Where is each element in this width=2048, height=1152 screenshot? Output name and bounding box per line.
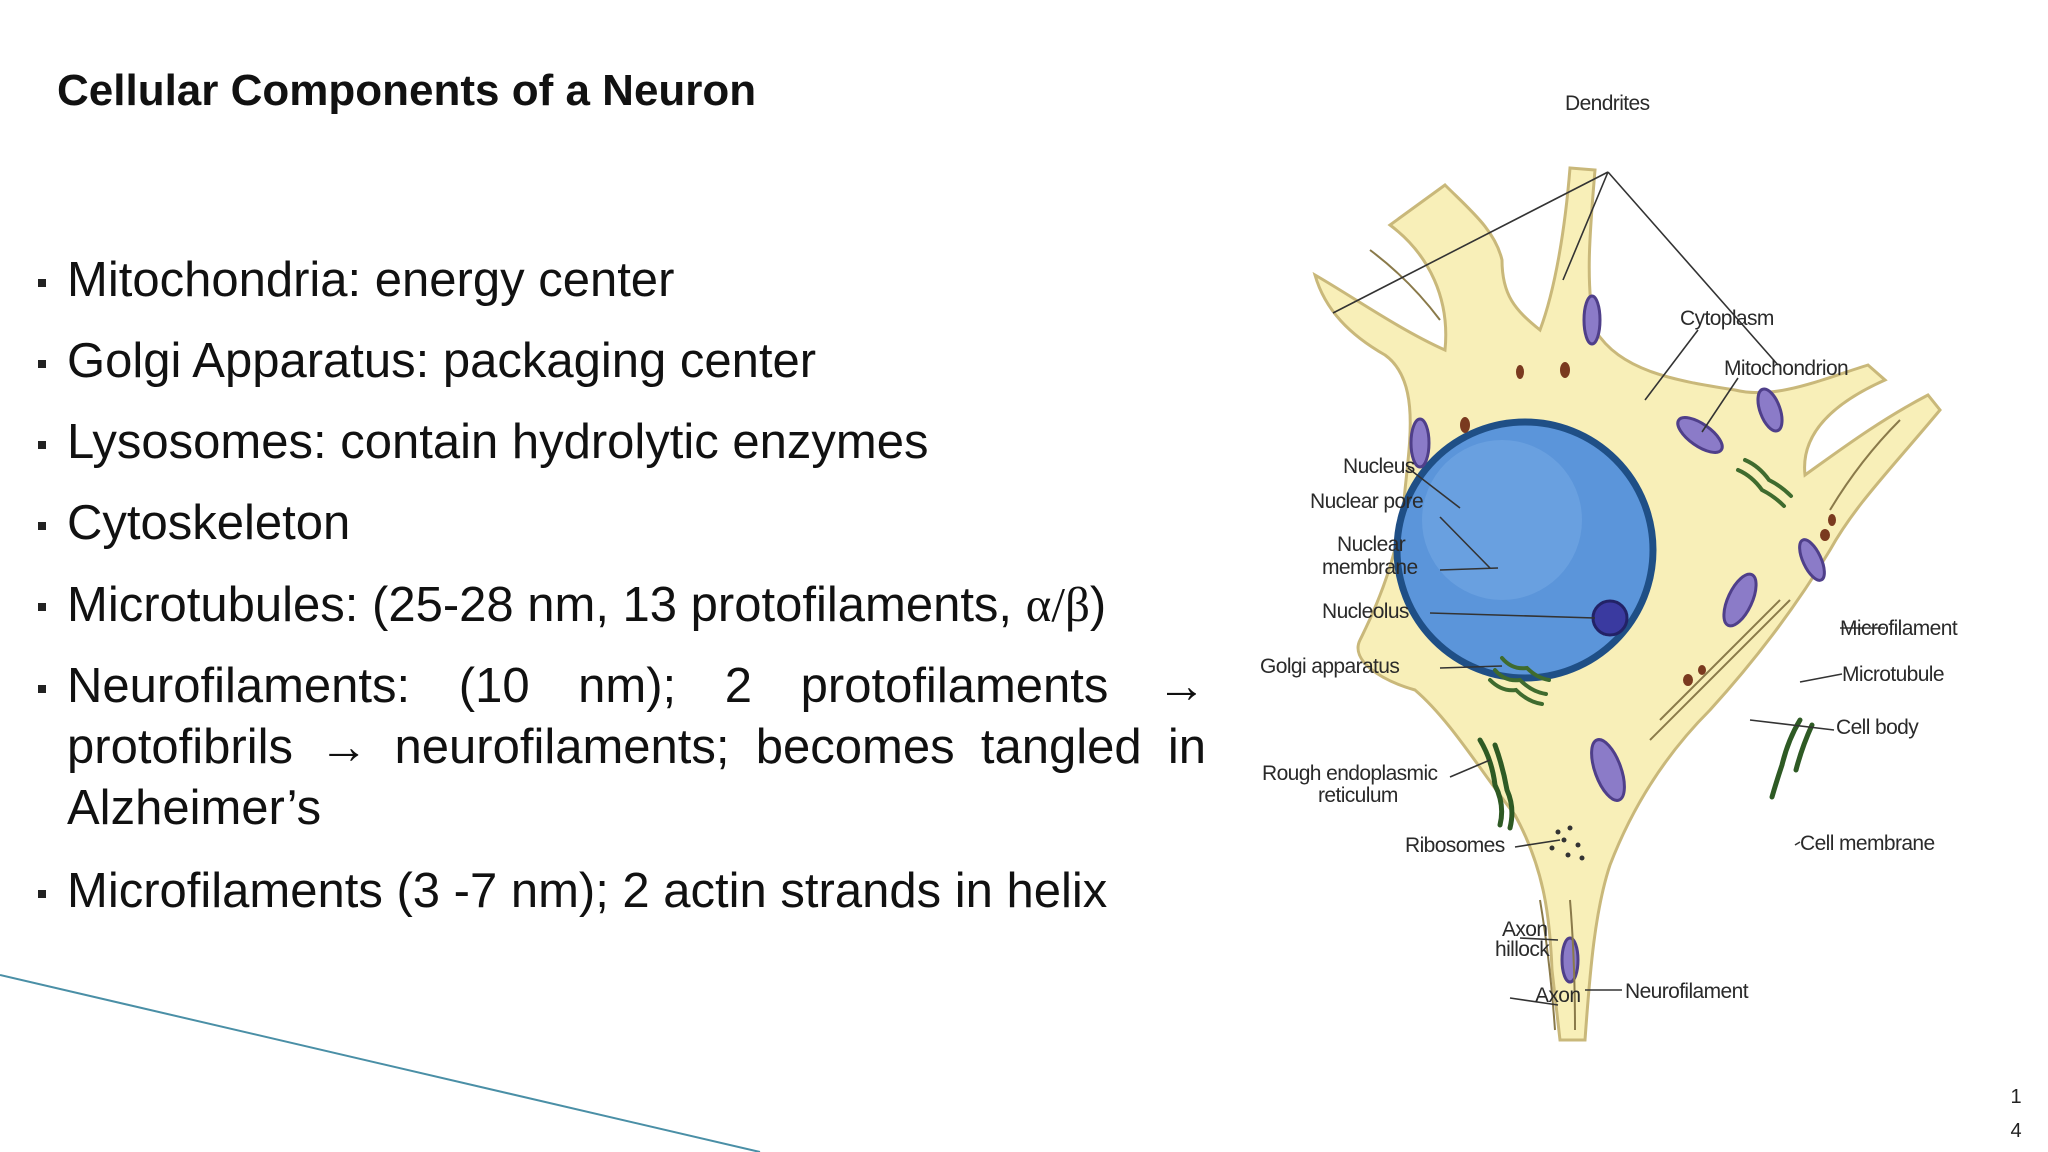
label-nuclear-membrane-2: membrane bbox=[1322, 556, 1418, 579]
filament-lines bbox=[1369, 249, 1901, 1031]
slide-title: Cellular Components of a Neuron bbox=[57, 66, 757, 115]
label-microtubule: Microtubule bbox=[1842, 663, 1944, 686]
label-golgi: Golgi apparatus bbox=[1260, 655, 1399, 678]
bullet-lysosomes: Lysosomes: contain hydrolytic enzymes bbox=[34, 412, 1206, 473]
ribosome-dots bbox=[1549, 825, 1585, 861]
label-nucleus: Nucleus bbox=[1343, 455, 1415, 478]
label-cell-membrane: Cell membrane bbox=[1800, 832, 1935, 855]
label-nucleolus: Nucleolus bbox=[1322, 600, 1409, 623]
label-mitochondrion: Mitochondrion bbox=[1724, 357, 1848, 380]
nucleolus-shape bbox=[1591, 599, 1629, 637]
lysosome-dots bbox=[1460, 362, 1836, 686]
bullet-list: Mitochondria: energy center Golgi Appara… bbox=[34, 250, 1206, 942]
pointer-lines bbox=[1332, 171, 1885, 1006]
golgi-group bbox=[1488, 458, 1793, 706]
bullet-mitochondria: Mitochondria: energy center bbox=[34, 250, 1206, 311]
label-rer-2: reticulum bbox=[1318, 784, 1398, 807]
label-cell-body: Cell body bbox=[1836, 716, 1919, 739]
bullet-golgi: Golgi Apparatus: packaging center bbox=[34, 331, 1206, 392]
bullet-microtubules: Microtubules: (25-28 nm, 13 protofilamen… bbox=[34, 574, 1206, 636]
label-dendrites: Dendrites bbox=[1565, 92, 1650, 115]
label-cytoplasm: Cytoplasm bbox=[1680, 307, 1774, 330]
label-axon: Axon bbox=[1535, 984, 1580, 1007]
mitochondria-group bbox=[1409, 294, 1826, 984]
label-nuclear-pore: Nuclear pore bbox=[1310, 490, 1423, 513]
label-nuclear-membrane-1: Nuclear bbox=[1337, 533, 1406, 556]
label-neurofilament: Neurofilament bbox=[1625, 980, 1749, 1003]
label-ribosomes: Ribosomes bbox=[1405, 834, 1505, 857]
label-rer-1: Rough endoplasmic bbox=[1262, 762, 1438, 785]
rough-er-group bbox=[1477, 717, 1815, 831]
bullet-microfilaments: Microfilaments (3 -7 nm); 2 actin strand… bbox=[34, 861, 1206, 922]
label-axon-hillock-2: hillock bbox=[1495, 938, 1550, 961]
label-axon-hillock-1: Axon bbox=[1502, 918, 1547, 941]
neuron-illustration: Dendrites Cytoplasm Mitochondrion Nucleu… bbox=[1260, 92, 1958, 1042]
page-number: 14 bbox=[2010, 1086, 2022, 1142]
greek-alpha-beta: α/β bbox=[1025, 577, 1090, 632]
nucleus-highlight bbox=[1422, 440, 1582, 600]
microtubules-close: ) bbox=[1089, 578, 1107, 632]
label-microfilament: Microfilament bbox=[1840, 617, 1958, 640]
microtubules-text: Microtubules: (25-28 nm, 13 protofilamen… bbox=[67, 578, 1026, 632]
bullet-neurofilaments: Neurofilaments: (10 nm); 2 protofilament… bbox=[34, 656, 1206, 839]
bullet-cytoskeleton: Cytoskeleton bbox=[34, 493, 1206, 554]
neuron-diagram: Dendrites Cytoplasm Mitochondrion Nucleu… bbox=[1240, 80, 1980, 1060]
